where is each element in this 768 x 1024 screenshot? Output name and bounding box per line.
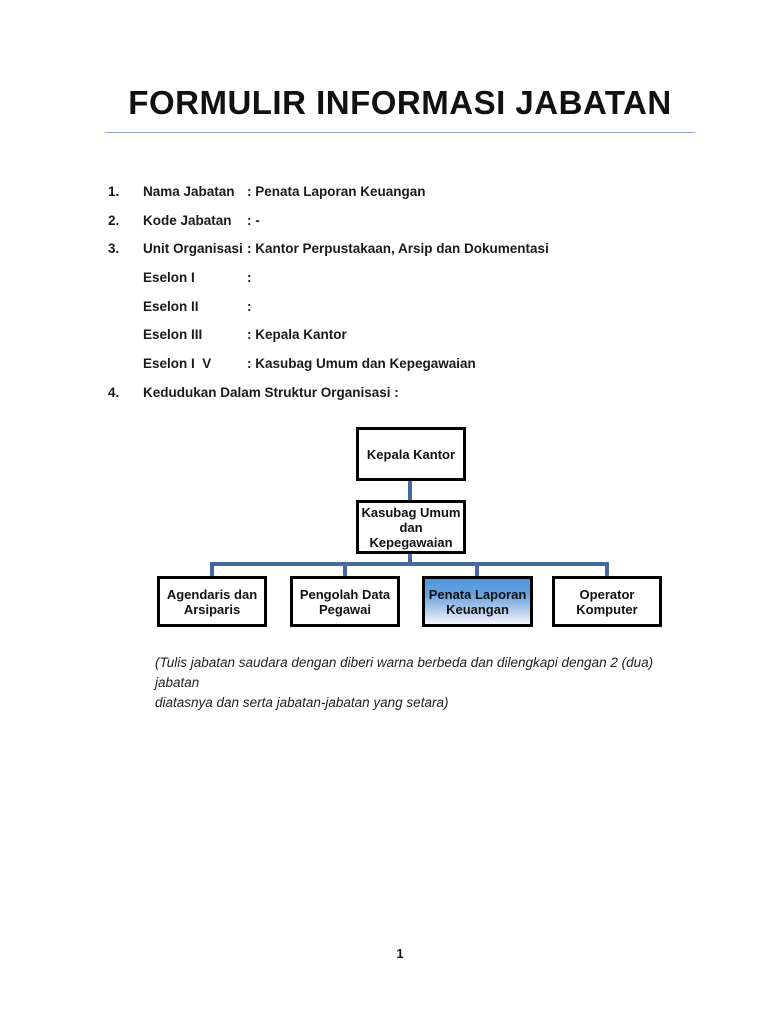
connector-drop-2 (343, 562, 347, 576)
row-label: Kode Jabatan (143, 212, 232, 228)
org-node-pengolah-data-pegawai: Pengolah Data Pegawai (290, 576, 400, 627)
row-value: : Penata Laporan Keuangan (247, 184, 426, 199)
form-row-kode-jabatan: 2. Kode Jabatan : - (108, 212, 708, 228)
form-list: 1. Nama Jabatan : Penata Laporan Keuanga… (108, 185, 708, 415)
connector-mid-to-branch (408, 554, 412, 565)
org-node-label: dan (399, 519, 423, 535)
row-number: 3. (108, 241, 120, 257)
connector-drop-1 (210, 562, 214, 576)
org-node-label: Kepegawaian (369, 534, 453, 550)
title-divider (105, 132, 695, 133)
form-row-kedudukan: 4. Kedudukan Dalam Struktur Organisasi : (108, 384, 708, 400)
org-node-label: Kepala Kantor (366, 446, 456, 462)
row-number (108, 328, 143, 342)
row-label: Nama Jabatan (143, 184, 235, 199)
row-number: 2. (108, 212, 120, 228)
row-label: Eselon III (143, 327, 203, 343)
row-value: : - (247, 212, 260, 228)
org-node-operator-komputer: Operator Komputer (552, 576, 662, 627)
page-number: 1 (396, 946, 404, 961)
page-title: FORMULIR INFORMASI JABATAN (128, 84, 672, 121)
org-node-label: Komputer (576, 601, 638, 617)
row-number: 4. (108, 384, 120, 400)
org-node-label: Arsiparis (183, 601, 241, 617)
connector-drop-3 (475, 562, 479, 576)
row-value: : Kantor Perpustakaan, Arsip dan Dokumen… (247, 241, 549, 257)
row-value: : Kasubag Umum dan Kepegawaian (247, 356, 476, 372)
form-row-eselon-1: Eselon I : (108, 271, 708, 285)
connector-top-to-mid (408, 481, 412, 500)
org-node-label: Kasubag Umum (361, 504, 461, 520)
row-value: : (247, 298, 252, 314)
org-node-label: Operator (579, 586, 635, 602)
row-number (108, 357, 143, 371)
row-label: Eselon II (143, 298, 199, 314)
form-row-eselon-2: Eselon II : (108, 298, 708, 314)
row-label: Eselon I (143, 270, 195, 286)
form-row-eselon-3: Eselon III : Kepala Kantor (108, 328, 708, 342)
org-node-kepala-kantor: Kepala Kantor (356, 427, 466, 481)
row-value: : (247, 270, 252, 286)
org-node-label: Penata Laporan (428, 586, 527, 602)
row-number: 1. (108, 184, 120, 199)
note-line-1: (Tulis jabatan saudara dengan diberi war… (155, 655, 654, 690)
form-row-nama-jabatan: 1. Nama Jabatan : Penata Laporan Keuanga… (108, 185, 708, 199)
org-node-label: Keuangan (446, 601, 509, 617)
note-line-2: diatasnya dan serta jabatan-jabatan yang… (155, 695, 449, 710)
row-label: Eselon I V (143, 356, 212, 372)
instruction-note: (Tulis jabatan saudara dengan diberi war… (155, 653, 700, 713)
row-value: : Kepala Kantor (247, 327, 347, 343)
connector-branch-horizontal (210, 562, 609, 566)
row-label: Unit Organisasi (143, 241, 243, 257)
org-node-penata-laporan-keuangan-highlighted: Penata Laporan Keuangan (422, 576, 533, 627)
form-row-eselon-4: Eselon I V : Kasubag Umum dan Kepegawaia… (108, 357, 708, 371)
org-node-label: Pegawai (318, 601, 372, 617)
row-number (108, 300, 143, 314)
row-label: Kedudukan Dalam Struktur Organisasi : (143, 384, 399, 400)
connector-drop-4 (605, 562, 609, 576)
org-node-label: Agendaris dan (166, 586, 258, 602)
row-number (108, 271, 143, 285)
org-node-label: Pengolah Data (299, 586, 391, 602)
org-node-agendaris-arsiparis: Agendaris dan Arsiparis (157, 576, 267, 627)
form-row-unit-organisasi: 3. Unit Organisasi : Kantor Perpustakaan… (108, 242, 708, 256)
org-node-kasubag-umum: Kasubag Umum dan Kepegawaian (356, 500, 466, 554)
